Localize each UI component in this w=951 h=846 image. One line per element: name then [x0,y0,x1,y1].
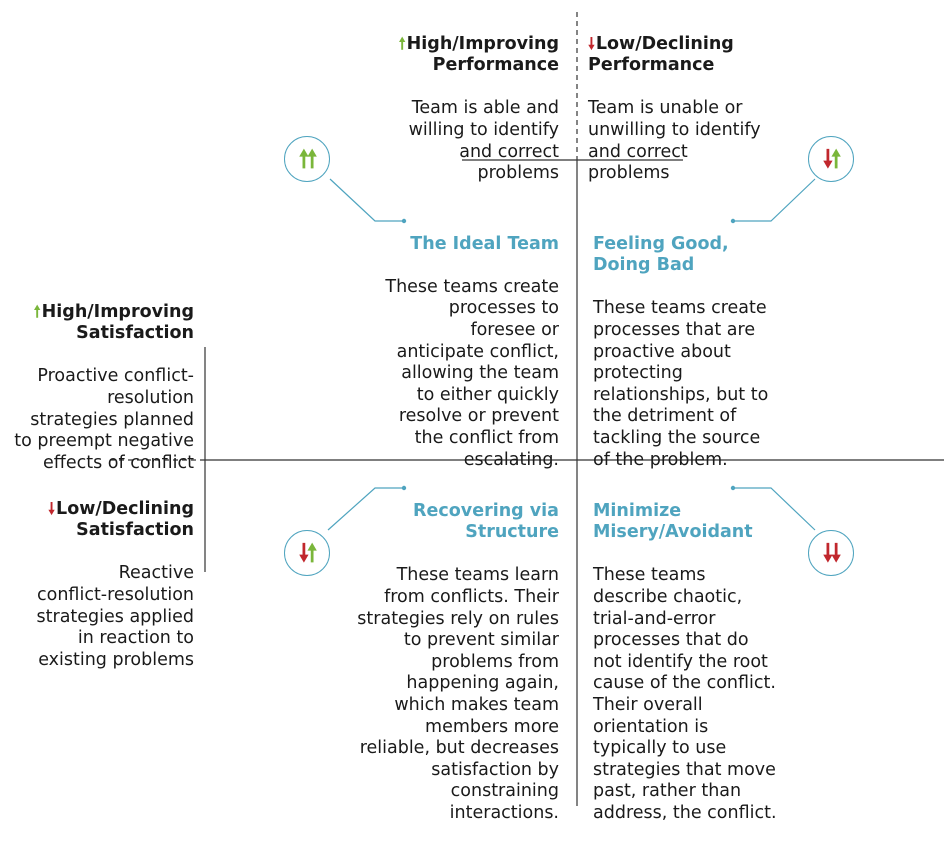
quadrant-ideal-team: The Ideal Team These teams create proces… [339,212,559,493]
satisfaction-high-block: 🠕High/Improving Satisfaction Proactive c… [0,279,194,496]
performance-low-block: 🠗Low/Declining Performance Team is unabl… [588,11,808,206]
satisfaction-low-desc: Reactive conflict-resolution strategies … [36,563,194,670]
connector-feeling-good [733,178,816,222]
connector-dot-minimize [730,485,736,491]
connector-dot-ideal [401,218,407,224]
satisfaction-high-title: 🠕High/Improving Satisfaction [33,301,194,344]
down-arrow-icon: 🠗 [822,145,833,173]
axes-and-connectors [110,12,944,806]
up-arrow-icon: 🠕 [307,539,317,567]
down-arrow-icon: 🠗 [831,539,841,567]
down-arrow-icon: 🠗 [48,498,56,518]
quadrant-ideal-desc: These teams create processes to foresee … [385,276,559,470]
satisfaction-low-title: 🠗Low/Declining Satisfaction [48,498,194,541]
quadrant-ideal-title: The Ideal Team [410,233,559,254]
connector-dot-recovering [401,485,407,491]
performance-high-desc: Team is able and willing to identify and… [408,98,559,184]
up-arrow-icon: 🠕 [298,145,309,173]
connector-recovering [327,487,404,531]
performance-low-title: 🠗Low/Declining Performance [588,33,734,76]
quadrant-feeling-good-desc: These teams create processes that are pr… [593,298,769,470]
connector-ideal [329,178,404,222]
satisfaction-high-desc: Proactive conflict- resolution strategie… [14,366,194,473]
down-arrow-icon: 🠗 [298,539,309,567]
up-arrow-icon: 🠕 [307,145,317,173]
connector-minimize [733,487,816,531]
connector-dot-feeling-good [730,218,736,224]
up-arrow-icon: 🠕 [831,145,841,173]
quadrant-recovering-desc: These teams learn from conflicts. Their … [357,565,559,823]
performance-low-desc: Team is unable or unwilling to identify … [588,98,761,184]
performance-high-block: 🠕High/Improving Performance Team is able… [339,11,559,206]
up-arrow-icon: 🠕 [398,33,406,53]
ideal-team-icon: 🠕🠕 [284,136,330,182]
quadrant-recovering: Recovering via Structure These teams lea… [329,479,559,846]
quadrant-feeling-good: Feeling Good, Doing Bad These teams crea… [593,212,813,493]
minimize-icon: 🠗🠗 [808,530,854,576]
up-arrow-icon: 🠕 [33,301,41,321]
quadrant-recovering-title: Recovering via Structure [413,500,559,543]
satisfaction-low-block: 🠗Low/Declining Satisfaction Reactive con… [0,476,194,693]
feeling-good-icon: 🠗🠕 [808,136,854,182]
quadrant-minimize: Minimize Misery/Avoidant These teams des… [593,479,813,846]
down-arrow-icon: 🠗 [588,33,595,53]
quadrant-feeling-good-title: Feeling Good, Doing Bad [593,233,729,276]
quadrant-minimize-title: Minimize Misery/Avoidant [593,500,753,543]
down-arrow-icon: 🠗 [822,539,833,567]
quadrant-minimize-desc: These teams describe chaotic, trial-and-… [593,565,777,823]
performance-high-title: 🠕High/Improving Performance [398,33,559,76]
recovering-icon: 🠗🠕 [284,530,330,576]
